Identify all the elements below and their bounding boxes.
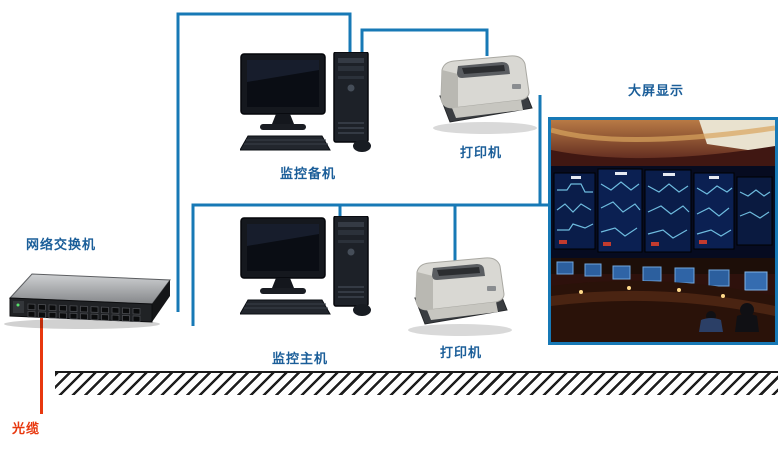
network-switch-graphic xyxy=(2,262,172,332)
main-computer-graphic xyxy=(239,215,380,320)
fiber-cable-label: 光缆 xyxy=(12,422,41,437)
big-screen-photo xyxy=(548,117,778,345)
printer-top-graphic xyxy=(428,44,543,136)
printer-bottom-graphic xyxy=(403,246,518,338)
control-room-photo xyxy=(550,120,776,342)
line-switch-to-backup-pc xyxy=(176,12,352,312)
big-screen-label: 大屏显示 xyxy=(628,84,685,99)
desktop-computer-icon xyxy=(239,215,371,316)
main-pc-label: 监控主机 xyxy=(272,352,329,367)
switch-label: 网络交换机 xyxy=(26,238,97,253)
line-switch-to-big-screen-bus xyxy=(191,203,548,326)
backup-computer-graphic xyxy=(239,51,380,156)
fiber-cable-line xyxy=(40,312,43,414)
ground-hatch xyxy=(55,371,778,395)
switch-icon xyxy=(4,273,171,329)
line-backup-pc-to-printer-top xyxy=(360,28,489,60)
printer-top-label: 打印机 xyxy=(460,146,503,161)
printer-icon xyxy=(433,55,537,134)
printer-icon xyxy=(408,257,512,336)
printer-bottom-label: 打印机 xyxy=(440,346,483,361)
desktop-computer-icon xyxy=(239,51,371,152)
backup-pc-label: 监控备机 xyxy=(280,167,337,182)
